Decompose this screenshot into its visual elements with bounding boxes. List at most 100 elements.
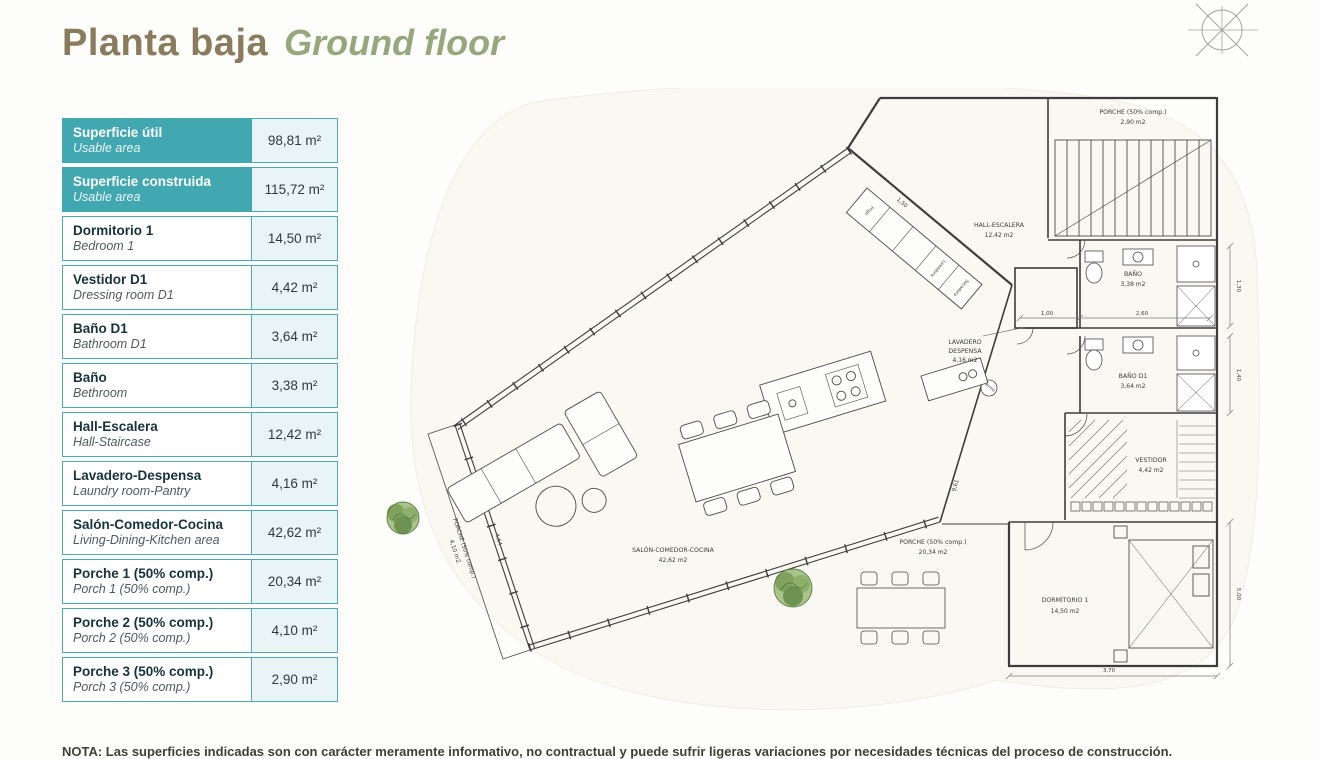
- area-name-en: Porch 3 (50% comp.): [73, 680, 191, 695]
- area-value: 3,38 m²: [252, 363, 338, 408]
- kitchen-units: Frigo Lavadora Secadora: [845, 187, 983, 310]
- area-name-en: Usable area: [73, 190, 141, 205]
- bathroom-d1-label: BAÑO D1: [1119, 371, 1148, 380]
- compass: [1188, 2, 1260, 69]
- title-english: Ground floor: [284, 22, 505, 63]
- dim-3-70: 3,70: [1103, 668, 1116, 674]
- area-value: 98,81 m²: [252, 118, 338, 163]
- dining-set: [677, 400, 797, 516]
- bathroom-d1-area: 3,64 m2: [1121, 383, 1146, 390]
- page-title: Planta baja Ground floor: [62, 22, 504, 65]
- area-value: 4,10 m²: [252, 608, 338, 653]
- door-arcs: [1016, 239, 1088, 551]
- area-name-es: Hall-Escalera: [73, 419, 158, 435]
- bathroom-label: BAÑO: [1124, 269, 1142, 278]
- dim-5-00: 5,00: [1235, 588, 1241, 601]
- hall-label: HALL-ESCALERA: [974, 222, 1025, 229]
- porch-mid-furniture: [856, 571, 946, 645]
- tree-icon: [773, 568, 813, 608]
- kitchen-island: [759, 350, 887, 436]
- dressing-label: VESTIDOR: [1135, 457, 1167, 464]
- hall-area: 12,42 m2: [985, 232, 1014, 239]
- table-row: Porche 1 (50% comp.)Porch 1 (50% comp.) 2…: [62, 559, 338, 604]
- dim-1-00: 1,00: [1041, 311, 1054, 317]
- interior-walls: [939, 98, 1217, 525]
- staircase: [1054, 139, 1212, 237]
- area-name-es: Lavadero-Despensa: [73, 468, 202, 484]
- porch-mid-area: 20,34 m2: [919, 549, 948, 556]
- dimension-lines: [1005, 242, 1234, 680]
- area-name-es: Porche 1 (50% comp.): [73, 566, 214, 582]
- area-name-en: Hall-Staircase: [73, 435, 151, 450]
- area-value: 2,90 m²: [252, 657, 338, 702]
- area-value: 4,42 m²: [252, 265, 338, 310]
- area-name-es: Superficie construida: [73, 174, 212, 190]
- laundry-area: 4,16 m2: [953, 357, 978, 364]
- area-name-es: Superficie útil: [73, 125, 163, 141]
- table-row: Porche 3 (50% comp.)Porch 3 (50% comp.)2…: [62, 657, 338, 702]
- laundry-label-2: DESPENSA: [948, 348, 982, 355]
- bedroom-area: 14,50 m2: [1051, 608, 1080, 615]
- table-row: Porche 2 (50% comp.)Porch 2 (50% comp.) 4…: [62, 608, 338, 653]
- bed: [1113, 525, 1214, 663]
- vestidor-interior: [1068, 419, 1215, 512]
- area-name-es: Baño: [73, 370, 107, 386]
- area-name-en: Laundry room-Pantry: [73, 484, 191, 499]
- laundry-label: LAVADERO: [948, 339, 981, 346]
- area-value: 42,62 m²: [252, 510, 338, 555]
- area-name-en: Porch 2 (50% comp.): [73, 631, 191, 646]
- compass-icon: [1188, 3, 1258, 57]
- bedroom-label: DORMITORIO 1: [1042, 597, 1089, 604]
- living-label: SALÓN-COMEDOR-COCINA: [632, 545, 715, 554]
- area-value: 4,16 m²: [252, 461, 338, 506]
- dim-1-40: 1,40: [1235, 369, 1241, 382]
- area-name-es: Vestidor D1: [73, 272, 148, 288]
- floor-plan: Termo Frigo Lavadora Secadora: [386, 88, 1260, 711]
- area-name-en: Bedroom 1: [73, 239, 135, 254]
- sofa-group: [447, 391, 638, 527]
- disclaimer-note: NOTA: Las superficies indicadas son con …: [62, 744, 1173, 759]
- area-name-en: Porch 1 (50% comp.): [73, 582, 191, 597]
- area-name-es: Baño D1: [73, 321, 128, 337]
- porch-left-outline: [427, 424, 531, 660]
- dim-9-61: 9,61: [951, 479, 960, 492]
- kitchen-counter: [920, 357, 989, 402]
- area-name-en: Bethroom: [73, 386, 128, 401]
- dim-2-60: 2,60: [1136, 311, 1149, 317]
- area-value: 115,72 m²: [252, 167, 338, 212]
- frigo-label: Frigo: [863, 205, 875, 217]
- area-name-es: Porche 2 (50% comp.): [73, 615, 214, 631]
- window-walls: [453, 146, 941, 652]
- living-area: 42,62 m2: [659, 557, 688, 564]
- porch-top-area: 2,90 m2: [1121, 119, 1146, 126]
- title-spanish: Planta baja: [62, 22, 269, 64]
- area-value: 14,50 m²: [252, 216, 338, 261]
- area-name-es: Salón-Comedor-Cocina: [73, 517, 224, 533]
- dim-4-64: 4,64: [493, 533, 503, 547]
- area-value: 20,34 m²: [252, 559, 338, 604]
- bathroom-area: 3,38 m2: [1121, 281, 1146, 288]
- area-name-en: Usable area: [73, 141, 141, 156]
- porch-mid-label: PORCHE (50% comp.): [899, 539, 966, 546]
- dressing-area: 4,42 m2: [1139, 467, 1164, 474]
- area-name-en: Dressing room D1: [73, 288, 174, 303]
- dim-1-30: 1,30: [1235, 280, 1241, 293]
- area-value: 3,64 m²: [252, 314, 338, 359]
- room-labels: PORCHE (50% comp.) 2,90 m2 HALL-ESCALERA…: [448, 109, 1168, 615]
- area-name-en: Living-Dining-Kitchen area: [73, 533, 220, 548]
- area-name-en: Bathroom D1: [73, 337, 147, 352]
- tree-icon: [386, 501, 420, 535]
- area-name-es: Dormitorio 1: [73, 223, 154, 239]
- porch-top-label: PORCHE (50% comp.): [1099, 109, 1166, 116]
- area-value: 12,42 m²: [252, 412, 338, 457]
